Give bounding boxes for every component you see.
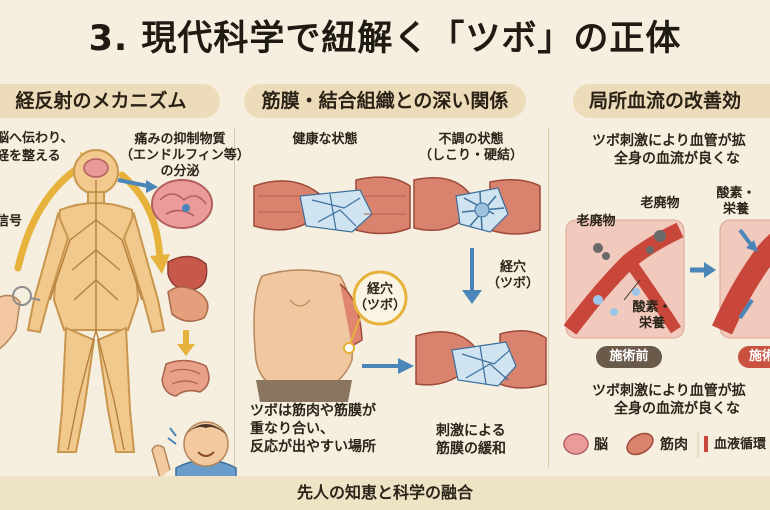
section-divider-right — [548, 128, 549, 468]
vessel-after — [711, 219, 770, 339]
unhealthy-muscle — [413, 176, 541, 235]
brain-note-line1: 脳へ伝わり、 — [0, 131, 74, 146]
unhealthy-state-sublabel: （しこり・硬結） — [418, 148, 523, 163]
nerve-network — [49, 180, 143, 451]
relaxation-label-line2: 筋膜の緩和 — [436, 441, 506, 457]
inhibitor-line2: （エンドルフィン等） — [120, 148, 250, 163]
legend-muscle-label: 筋肉 — [660, 437, 688, 453]
relaxed-muscle — [415, 330, 547, 389]
pointing-hand — [0, 286, 41, 350]
acupoint-circle-label: 経穴 — [366, 282, 393, 297]
blood-flow-bottom-line1: ツボ刺激により血管が拡 — [592, 383, 746, 399]
signal-label: 信号 — [0, 214, 23, 229]
page-title: 3. 現代科学で紐解く「ツボ」の正体 — [88, 19, 682, 59]
acupoint-circle-sublabel: （ツボ） — [353, 298, 406, 313]
oxygen-label-top-line2: 栄養 — [722, 202, 749, 217]
healthy-state-label: 健康な状態 — [292, 132, 358, 147]
brain-arrow — [117, 178, 149, 188]
section-heading-fascia: 筋膜・結合組織との深い関係 — [244, 84, 526, 118]
blood-flow-top-line2: 全身の血流が良くな — [614, 151, 740, 167]
brain-organ — [151, 179, 213, 229]
fascia-description-line3: 反応が出やすい場所 — [250, 439, 376, 455]
legend-blood-icon — [704, 436, 708, 452]
vessel-before — [563, 219, 685, 339]
oxygen-label-line2: 栄養 — [638, 316, 665, 331]
blood-flow-top-line1: ツボ刺激により血管が拡 — [592, 133, 746, 149]
blood-flow-bottom-line2: 全身の血流が良くな — [614, 401, 740, 417]
inhibitor-line1: 痛みの抑制物質 — [134, 132, 226, 147]
section-heading-blood-flow: 局所血流の改善効 — [573, 84, 770, 118]
fascia-description-line2: 重なり合い、 — [250, 421, 334, 437]
acupoint-circle — [352, 270, 408, 326]
section-heading-nerve-reflex: 経反射のメカニズム — [0, 84, 220, 118]
unhealthy-state-label: 不調の状態 — [438, 132, 504, 147]
legend-brain-icon — [563, 433, 589, 455]
acupoint-arrow-label: 経穴 — [499, 260, 526, 275]
internal-organs — [167, 255, 209, 322]
oxygen-label-line1: 酸素・ — [632, 300, 672, 315]
fascia-illustration — [253, 176, 547, 402]
inhibitor-line3: の分泌 — [160, 164, 200, 179]
legend-icons — [563, 432, 708, 458]
legend-blood-label: 血液循環 — [714, 437, 767, 452]
relaxation-label-line1: 刺激による — [436, 423, 506, 439]
section-divider-left — [234, 128, 235, 468]
waste-label-right: 老廃物 — [640, 196, 680, 211]
intestines — [161, 359, 210, 397]
after-treatment-badge: 施術 — [738, 346, 770, 368]
acupoint-arrow-sublabel: （ツボ） — [486, 276, 539, 291]
brain-note-line2: 経を整える — [0, 149, 61, 164]
nerve-reflex-illustration — [0, 149, 237, 510]
legend-muscle-icon — [626, 432, 654, 456]
before-treatment-badge: 施術前 — [596, 346, 662, 368]
torso-figure — [253, 269, 363, 402]
blood-flow-illustration — [563, 219, 770, 458]
oxygen-label-top-line1: 酸素・ — [716, 186, 756, 201]
legend-brain-label: 脳 — [594, 437, 608, 453]
footer-caption: 先人の知恵と科学の融合 — [0, 476, 770, 510]
fascia-description-line1: ツボは筋肉や筋膜が — [250, 403, 376, 419]
healthy-muscle — [253, 176, 411, 235]
waste-label-left: 老廃物 — [576, 214, 616, 229]
brain-in-head — [83, 158, 109, 178]
